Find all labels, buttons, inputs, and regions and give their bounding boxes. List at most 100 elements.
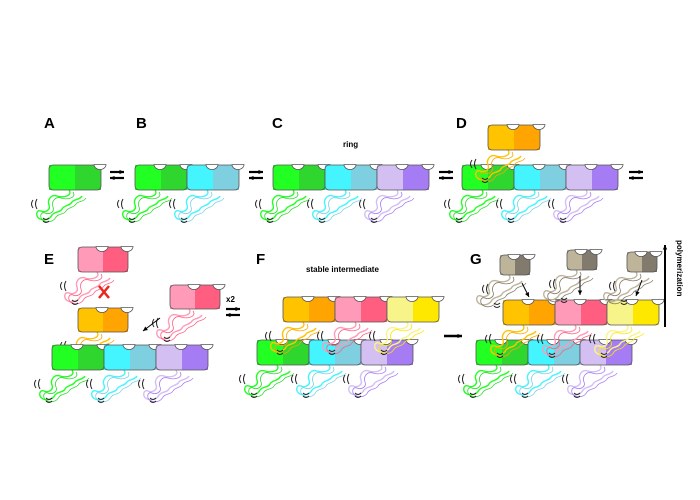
binding-notch <box>187 284 201 290</box>
arrow-head <box>638 169 643 175</box>
subunit-left-half <box>607 300 633 325</box>
arrow-head <box>577 290 583 295</box>
disordered-tail <box>480 276 527 308</box>
disordered-tail <box>515 364 562 396</box>
binding-notch <box>70 344 84 350</box>
motion-marks <box>458 373 465 385</box>
subunit-left-half <box>488 125 514 150</box>
disordered-tail <box>322 321 369 353</box>
motion-marks <box>163 336 171 342</box>
motion-marks <box>328 349 336 355</box>
motion-marks <box>482 283 489 295</box>
binding-notch <box>205 164 219 170</box>
disordered-tail <box>494 326 541 358</box>
motion-marks <box>469 392 477 398</box>
disordered-tail <box>463 364 510 396</box>
disordered-tail <box>475 149 522 181</box>
binding-notch <box>521 299 535 305</box>
motion-marks <box>152 317 159 329</box>
binding-notch <box>353 296 367 302</box>
subunit-left-half <box>566 165 592 190</box>
panel-label-e: E <box>44 251 54 268</box>
subunit-orange <box>470 124 546 183</box>
motion-marks <box>255 198 262 210</box>
binding-notch <box>532 164 546 170</box>
subunit-left-half <box>273 165 299 190</box>
binding-notch <box>95 246 109 252</box>
subunit-right-half <box>299 165 325 190</box>
disordered-tail <box>248 366 295 398</box>
disordered-tail <box>300 366 347 398</box>
binding-notch <box>431 296 445 302</box>
binding-notch <box>507 254 521 260</box>
disordered-tail <box>467 366 514 398</box>
subunit-left-half <box>387 297 413 322</box>
arrow-head <box>119 169 124 175</box>
binding-notch <box>95 307 109 313</box>
motion-marks <box>291 373 298 385</box>
disordered-tail <box>553 189 600 221</box>
binding-notch <box>574 249 588 255</box>
subunit-purple <box>138 344 214 403</box>
motion-marks <box>266 217 274 223</box>
binding-notch <box>589 249 603 255</box>
motion-marks <box>600 352 608 358</box>
subunit-purple <box>548 164 624 223</box>
subunit-left-half <box>462 165 488 190</box>
arrow-head <box>235 306 240 312</box>
subunit-orange <box>60 307 134 365</box>
subunit-green <box>458 339 534 398</box>
subunit-right-half <box>581 300 607 325</box>
binding-notch <box>584 164 598 170</box>
disordered-tail <box>557 191 604 223</box>
subunit-left-half <box>567 250 582 270</box>
motion-marks <box>60 280 67 292</box>
motion-marks <box>276 349 284 355</box>
arrow-head <box>258 169 263 175</box>
subunit-green <box>34 344 110 403</box>
motion-marks <box>589 333 596 345</box>
motion-marks <box>609 280 616 292</box>
subunit-right-half <box>514 125 540 150</box>
arrow-head <box>226 312 231 318</box>
subunit-cyan <box>86 344 162 403</box>
motion-marks <box>510 373 517 385</box>
arrow-head <box>629 175 634 181</box>
arrow-head <box>110 175 115 181</box>
motion-marks <box>117 198 124 210</box>
panel-label-g: G <box>470 251 482 268</box>
binding-notch <box>343 164 357 170</box>
subunit-right-half <box>582 250 597 270</box>
arrow-head <box>143 326 148 331</box>
binding-notch <box>573 299 587 305</box>
subunit-pink <box>152 284 226 342</box>
binding-notch <box>93 164 107 170</box>
arrow-head <box>635 291 640 296</box>
polymerization-label: polymerization <box>675 240 684 297</box>
subunit-pink <box>60 246 134 305</box>
panel-label-f: F <box>256 251 265 268</box>
disordered-tail <box>260 189 307 221</box>
motion-marks <box>354 392 362 398</box>
subunit-cyan <box>169 164 245 223</box>
subunit-right-half <box>606 340 632 365</box>
disordered-tail <box>40 191 87 223</box>
subunit-gray <box>543 249 603 303</box>
binding-notch <box>506 124 520 130</box>
binding-notch <box>395 164 409 170</box>
arrow-head <box>249 175 254 181</box>
motion-marks <box>97 397 105 403</box>
subunit-left-half <box>335 297 361 322</box>
disordered-tail <box>368 191 415 223</box>
disordered-tail <box>490 324 537 356</box>
motion-marks <box>573 392 581 398</box>
motion-marks <box>34 378 41 390</box>
motion-marks <box>507 217 515 223</box>
motion-marks <box>481 177 489 183</box>
disordered-tail <box>453 191 500 223</box>
disordered-tail <box>270 321 317 353</box>
subunit-left-half <box>476 340 502 365</box>
subunit-right-half <box>351 165 377 190</box>
disordered-tail <box>64 271 111 303</box>
